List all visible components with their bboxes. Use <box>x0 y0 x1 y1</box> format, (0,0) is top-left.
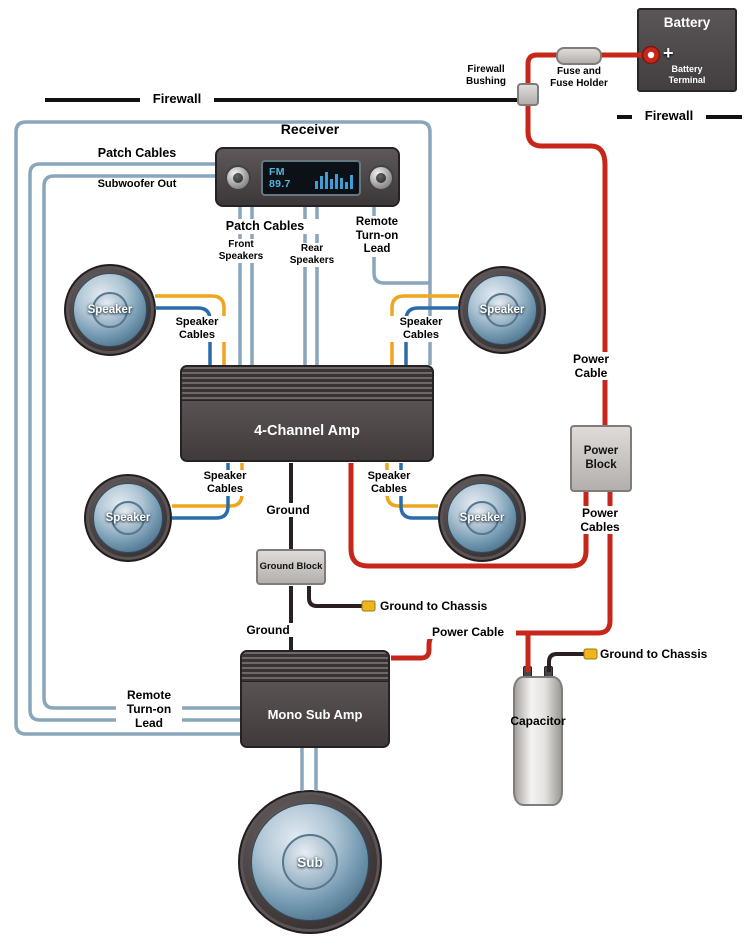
speaker-label: Speaker <box>459 512 505 524</box>
ground-wires <box>289 463 584 672</box>
battery-plus-sign: + <box>663 43 674 63</box>
capacitor-body <box>513 676 563 806</box>
spectrum-bars-icon <box>313 167 353 189</box>
speaker-label: Speaker <box>105 512 151 524</box>
battery-title: Battery <box>663 15 711 30</box>
speaker-front-left: Speaker <box>64 264 156 356</box>
power-cable-label-bottom: Power Cable <box>420 625 516 640</box>
battery-box: Battery + Battery Terminal <box>637 8 737 92</box>
ground-terminal-tip-1 <box>361 600 376 612</box>
patch-cables-left-label: Patch Cables <box>97 146 177 160</box>
subwoofer: Sub <box>238 790 382 934</box>
power-block: Power Block <box>570 425 632 492</box>
ground-label-lower: Ground <box>236 623 300 638</box>
four-channel-amp: 4-Channel Amp <box>180 365 434 462</box>
battery-terminal-label: Battery Terminal <box>668 64 706 85</box>
receiver-display: FM 89.7 <box>261 160 361 196</box>
power-cables-label: Power Cables <box>566 506 634 535</box>
subwoofer-out-label: Subwoofer Out <box>86 178 188 191</box>
fuse-holder <box>556 47 602 65</box>
speaker-dust-cap <box>282 834 338 890</box>
receiver: FM 89.7 <box>215 147 400 207</box>
remote-turnon-label-top: Remote Turn-on Lead <box>347 216 407 257</box>
ground-to-chassis-label-2: Ground to Chassis <box>600 647 708 661</box>
speaker-rear-right: Speaker <box>438 474 526 562</box>
speaker-cables-label-rl: Speaker Cables <box>190 470 260 496</box>
fuse-label: Fuse and Fuse Holder <box>550 66 608 89</box>
ground-wire-chassis-1 <box>307 586 362 608</box>
speaker-label: Speaker <box>479 304 525 316</box>
firewall-label-left: Firewall <box>140 91 214 107</box>
receiver-knob-right-icon <box>368 165 394 191</box>
receiver-title: Receiver <box>280 121 340 137</box>
firewall-bushing <box>517 83 539 106</box>
speaker-dust-cap <box>485 293 519 327</box>
speaker-cables-label-rr: Speaker Cables <box>354 470 424 496</box>
ground-wire-capacitor <box>547 652 584 672</box>
front-speakers-label: Front Speakers <box>212 239 270 263</box>
amp-heatsink-fins <box>182 367 432 401</box>
ground-block: Ground Block <box>256 549 326 585</box>
speaker-front-right: Speaker <box>458 266 546 354</box>
firewall-bushing-label: Firewall Bushing <box>466 64 506 87</box>
patch-cables-mid-label: Patch Cables <box>211 219 319 234</box>
sub-label: Sub <box>297 854 323 870</box>
ground-terminal-tip-2 <box>583 648 598 660</box>
speaker-rear-left: Speaker <box>84 474 172 562</box>
speaker-cables-label-fl: Speaker Cables <box>163 316 231 342</box>
receiver-knob-left-icon <box>225 165 251 191</box>
amp-heatsink-fins <box>242 652 388 682</box>
mono-sub-amp: Mono Sub Amp <box>240 650 390 748</box>
receiver-frequency: FM 89.7 <box>269 166 291 190</box>
firewall-label-right: Firewall <box>632 108 706 124</box>
capacitor-label: Capacitor <box>510 714 566 728</box>
ground-to-chassis-label-1: Ground to Chassis <box>380 599 488 613</box>
mono-amp-title: Mono Sub Amp <box>242 682 388 746</box>
speaker-cables-label-fr: Speaker Cables <box>386 316 456 342</box>
amp-title: 4-Channel Amp <box>182 401 432 460</box>
power-cable-label-right: Power Cable <box>558 352 624 381</box>
remote-turnon-label-bottom: Remote Turn-on Lead <box>116 688 182 731</box>
speaker-label: Speaker <box>87 304 133 316</box>
ground-label-upper: Ground <box>256 503 320 518</box>
rear-speakers-label: Rear Speakers <box>282 243 342 267</box>
